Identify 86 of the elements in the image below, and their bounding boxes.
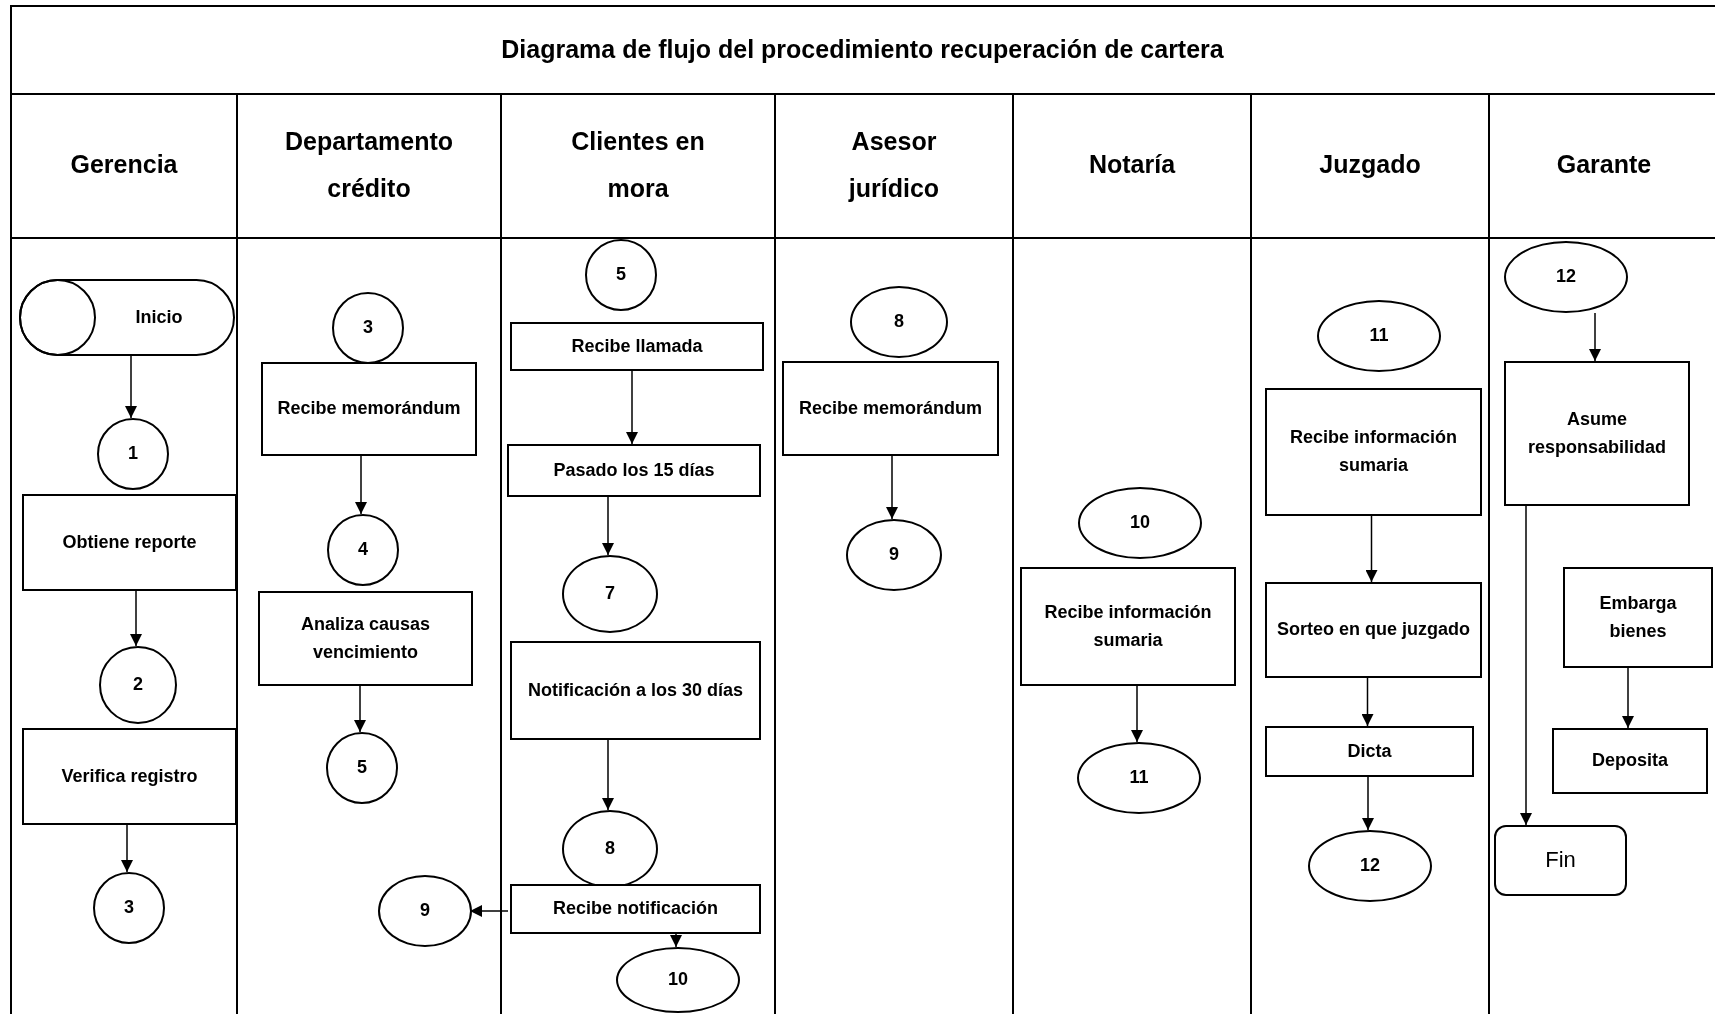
connector-number: 7 bbox=[605, 582, 615, 606]
flow-arrow bbox=[354, 685, 366, 733]
step-label: Recibe memorándum bbox=[798, 396, 983, 420]
flow-arrow bbox=[886, 455, 898, 520]
lane-header: Gerencia bbox=[70, 149, 178, 181]
step-label: Fin bbox=[1545, 846, 1576, 875]
swimlane bbox=[1488, 93, 1715, 1014]
lane-header: Garante bbox=[1556, 149, 1652, 181]
start-terminator bbox=[19, 279, 235, 356]
step-label: Embarga bienes bbox=[1598, 591, 1678, 643]
diagram-title: Diagrama de flujo del procedimiento recuperación de cartera bbox=[501, 34, 1224, 64]
connector-number: 1 bbox=[128, 442, 138, 466]
process-box bbox=[1265, 582, 1482, 678]
connector-number: 12 bbox=[1556, 265, 1576, 289]
flow-arrow bbox=[355, 455, 367, 515]
swimlane bbox=[774, 93, 1012, 1014]
step-label: Sorteo en que juzgado bbox=[1277, 618, 1470, 642]
flow-arrow bbox=[130, 590, 142, 647]
swimlane bbox=[1012, 93, 1250, 1014]
process-box bbox=[1504, 361, 1690, 506]
process-box bbox=[1265, 388, 1482, 516]
step-label: Asume responsabilidad bbox=[1526, 407, 1667, 459]
connector-number: 9 bbox=[420, 899, 430, 923]
step-label: Inicio bbox=[135, 305, 183, 329]
process-box bbox=[261, 362, 477, 456]
swimlane bbox=[236, 93, 500, 1014]
process-box bbox=[1265, 726, 1474, 777]
connector-number: 3 bbox=[363, 316, 373, 340]
process-box bbox=[1552, 728, 1708, 794]
flow-arrow bbox=[602, 496, 614, 556]
step-label: Deposita bbox=[1592, 749, 1668, 773]
step-label: Recibe notificación bbox=[552, 897, 718, 921]
flow-arrow bbox=[125, 355, 137, 419]
flow-arrow bbox=[670, 933, 682, 948]
connector-number: 10 bbox=[668, 968, 688, 992]
connector-number: 3 bbox=[124, 896, 134, 920]
process-box bbox=[510, 322, 764, 371]
lane-header: Asesor jurídico bbox=[847, 125, 941, 204]
step-label: Pasado los 15 días bbox=[553, 458, 715, 482]
flow-arrow bbox=[1622, 667, 1634, 729]
step-label: Verifica registro bbox=[61, 764, 198, 788]
step-label: Recibe información sumaria bbox=[1043, 600, 1213, 652]
flow-arrow bbox=[626, 370, 638, 445]
lane-header: Juzgado bbox=[1319, 149, 1421, 181]
flow-arrow bbox=[121, 824, 133, 873]
step-label: Notificación a los 30 días bbox=[527, 678, 744, 702]
flow-arrow bbox=[602, 739, 614, 811]
connector-number: 9 bbox=[889, 543, 899, 567]
step-label: Dicta bbox=[1347, 739, 1392, 763]
step-label: Recibe memorándum bbox=[277, 397, 461, 421]
flow-arrow bbox=[469, 905, 509, 917]
connector-number: 8 bbox=[894, 310, 904, 334]
flow-arrow bbox=[1365, 515, 1378, 583]
process-box bbox=[1563, 567, 1713, 668]
connector-number: 8 bbox=[605, 837, 615, 861]
connector-number: 4 bbox=[358, 538, 368, 562]
swimlane bbox=[500, 93, 774, 1014]
flow-arrow bbox=[1520, 505, 1532, 826]
process-box bbox=[510, 884, 761, 934]
connector-number: 5 bbox=[357, 756, 367, 780]
process-box bbox=[782, 361, 999, 456]
connector-number: 5 bbox=[616, 263, 626, 287]
process-box bbox=[1020, 567, 1236, 686]
process-box bbox=[22, 494, 237, 591]
process-box bbox=[22, 728, 237, 825]
step-label: Recibe llamada bbox=[571, 334, 703, 358]
process-box bbox=[510, 641, 761, 740]
connector-number: 12 bbox=[1360, 854, 1380, 878]
end-terminator bbox=[1494, 825, 1627, 896]
flow-arrow bbox=[1362, 776, 1374, 831]
lane-header: Notaría bbox=[1088, 149, 1176, 181]
step-label: Analiza causas vencimiento bbox=[299, 612, 432, 664]
connector-number: 10 bbox=[1130, 511, 1150, 535]
lane-header: Departamento crédito bbox=[283, 125, 455, 204]
flow-arrow bbox=[1589, 312, 1601, 362]
flow-arrow bbox=[1361, 677, 1374, 727]
connector-number: 11 bbox=[1129, 766, 1149, 790]
step-label: Recibe información sumaria bbox=[1288, 426, 1458, 477]
connector-number: 2 bbox=[133, 673, 143, 697]
flow-arrow bbox=[1131, 685, 1143, 743]
lane-header: Clientes en mora bbox=[570, 125, 706, 204]
connector-number: 11 bbox=[1369, 324, 1389, 348]
step-label: Obtiene reporte bbox=[62, 530, 197, 554]
swimlane bbox=[1250, 93, 1488, 1014]
process-box bbox=[258, 591, 473, 686]
process-box bbox=[507, 444, 761, 497]
